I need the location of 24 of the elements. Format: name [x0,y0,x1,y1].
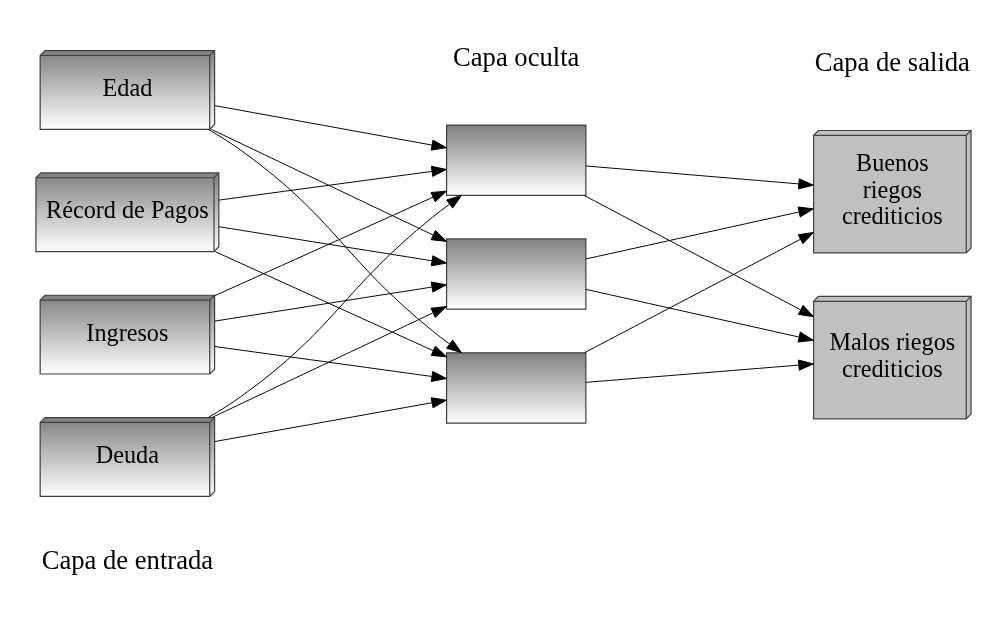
arrow [211,305,447,418]
arrow [214,104,447,151]
arrow [207,194,462,418]
arrow [585,359,814,383]
node-box [445,123,587,196]
arrow [207,128,462,353]
arrow [211,128,447,242]
arrow [214,281,447,322]
arrow [214,250,448,357]
label: Capa de entrada [41,544,214,575]
arrow [214,190,447,296]
arrow [585,165,814,189]
arrow [585,206,814,259]
label: Capa de salida [814,46,970,77]
arrow [214,345,447,382]
arrow [585,288,814,342]
arrow [218,225,447,266]
arrow [214,396,447,442]
label: Capa oculta [453,41,580,72]
arrow [218,165,447,201]
node-box [445,351,587,424]
node-box [445,237,587,310]
arrow [584,231,814,353]
arrow [583,194,815,317]
